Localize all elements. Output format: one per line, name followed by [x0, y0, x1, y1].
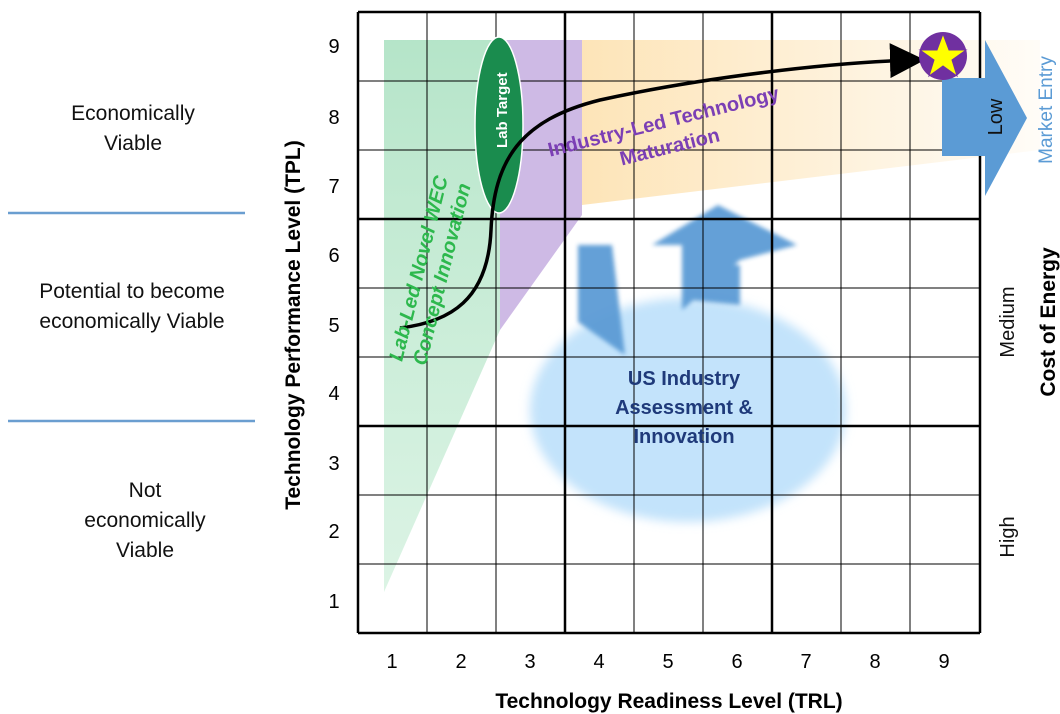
cost-level-medium: Medium	[997, 286, 1019, 357]
zone2-line-1: Not	[129, 479, 162, 502]
y-tick-5: 5	[328, 315, 339, 337]
x-tick-9: 9	[938, 651, 949, 673]
us-industry-label: US Industry Assessment & Innovation	[615, 368, 753, 448]
market-entry-star	[918, 32, 968, 80]
us-industry-label-line3: Innovation	[633, 426, 734, 448]
us-industry-cloud	[530, 298, 846, 522]
y-tick-6: 6	[328, 245, 339, 267]
cost-level-low: Low	[985, 98, 1007, 135]
y-tick-4: 4	[328, 383, 339, 405]
x-tick-8: 8	[869, 651, 880, 673]
y-tick-7: 7	[328, 176, 339, 198]
x-axis-title: Technology Readiness Level (TRL)	[495, 690, 842, 713]
x-tick-5: 5	[662, 651, 673, 673]
y-axis-title: Technology Performance Level (TPL)	[282, 140, 305, 510]
trajectory-curve	[399, 43, 925, 330]
y-tick-3: 3	[328, 453, 339, 475]
y-tick-1: 1	[328, 591, 339, 613]
zone2-line-2: economically	[84, 509, 206, 532]
zone0-line-2: Viable	[104, 132, 162, 155]
x-tick-2: 2	[455, 651, 466, 673]
lab-target-label: Lab Target	[494, 72, 511, 148]
cost-level-high: High	[997, 516, 1019, 557]
lab-target-ellipse	[474, 36, 524, 214]
x-tick-labels: 1 2 3 4 5 6 7 8 9	[386, 651, 949, 673]
x-tick-7: 7	[800, 651, 811, 673]
y-tick-labels: 1 2 3 4 5 6 7 8 9	[328, 36, 339, 613]
y-tick-2: 2	[328, 521, 339, 543]
zone-potentially-viable: Potential to become economically Viable	[39, 280, 225, 333]
x-tick-4: 4	[593, 651, 604, 673]
us-industry-label-line1: US Industry	[628, 368, 741, 390]
y-tick-9: 9	[328, 36, 339, 58]
x-tick-3: 3	[524, 651, 535, 673]
x-tick-1: 1	[386, 651, 397, 673]
zone2-line-3: Viable	[116, 539, 174, 562]
y-tick-8: 8	[328, 107, 339, 129]
zone1-line-1: Potential to become	[39, 280, 225, 303]
market-entry-label: Market Entry	[1036, 56, 1057, 164]
low-cost-arrow	[942, 40, 1027, 196]
us-industry-label-line2: Assessment &	[615, 397, 753, 419]
zone0-line-1: Economically	[71, 102, 195, 125]
zone1-line-2: economically Viable	[39, 310, 224, 333]
star-icon	[918, 32, 968, 78]
cost-of-energy-title: Cost of Energy	[1037, 247, 1060, 397]
x-tick-6: 6	[731, 651, 742, 673]
